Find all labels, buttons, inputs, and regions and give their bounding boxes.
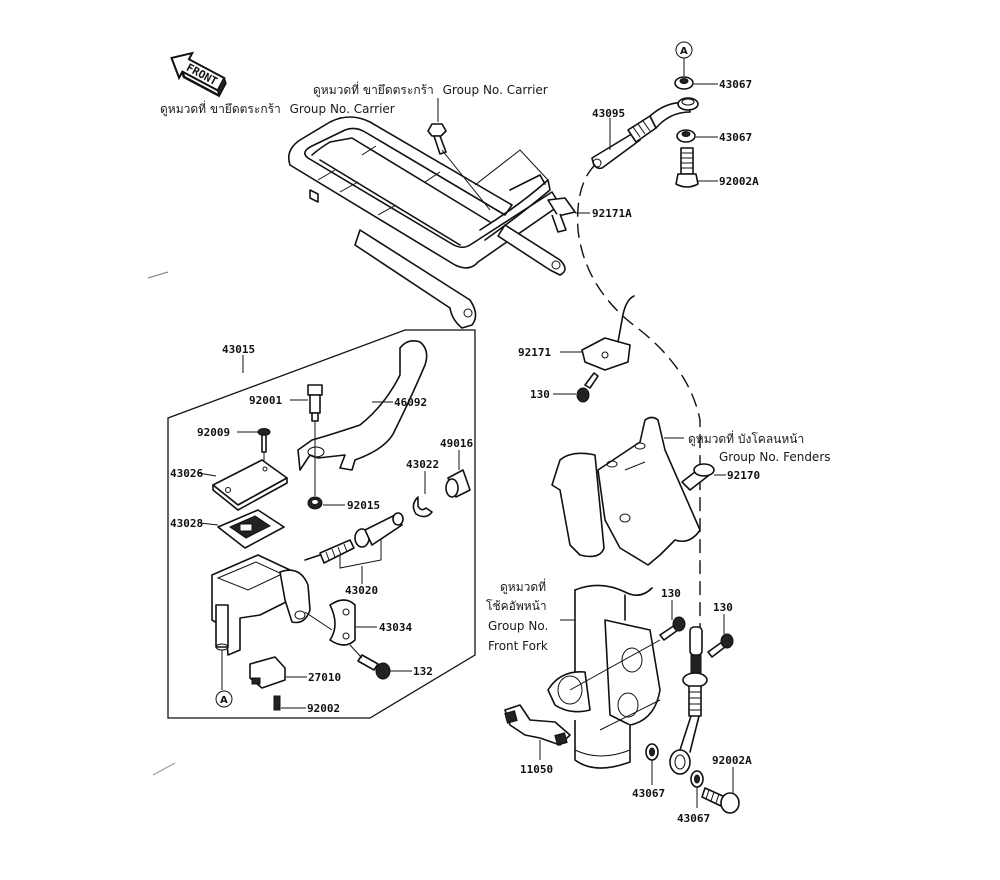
part-number: 11050	[520, 763, 553, 776]
hose-fitting-43095	[591, 97, 699, 170]
part-number: 43067	[632, 787, 665, 800]
front-fork-ref-english-1: Group No.	[488, 619, 548, 633]
part-number: 43015	[222, 343, 255, 356]
leader	[349, 644, 363, 659]
part-number: 92002A	[719, 175, 759, 188]
circlip-43022	[412, 496, 433, 518]
part-number: 92015	[347, 499, 380, 512]
kit-boundary-43015	[167, 329, 476, 719]
hose-clamp-92171	[581, 295, 635, 371]
part-number: 27010	[308, 671, 341, 684]
part-number: 49016	[440, 437, 473, 450]
washer-43067	[645, 743, 659, 761]
leader	[197, 472, 217, 477]
part-number: 92171	[518, 346, 551, 359]
pivot-bolt-92001	[307, 384, 323, 422]
part-number: 130	[713, 601, 733, 614]
scan-artifact	[147, 271, 169, 279]
carrier-ref-top: ดูหมวดที่ ขายึดตระกร้า Group No. Carrier	[313, 81, 548, 98]
bolt-130	[659, 616, 686, 641]
brake-lever-46092	[297, 340, 428, 471]
banjo-bolt-92002a	[701, 787, 740, 814]
carrier-ref-left: ดูหมวดที่ ขายึดตระกร้า Group No. Carrier	[160, 100, 395, 117]
hose-clamp-92170	[681, 463, 715, 491]
brake-switch-27010	[249, 656, 286, 689]
washer-43067	[674, 76, 694, 90]
part-number: 43028	[170, 517, 203, 530]
part-number: 132	[413, 665, 433, 678]
clip-92171a	[547, 197, 590, 233]
scan-artifact	[152, 762, 176, 776]
marker-letter: A	[680, 46, 688, 57]
piston-kit-43020	[304, 512, 404, 569]
part-number: 92170	[727, 469, 760, 482]
part-number: 43067	[719, 131, 752, 144]
part-number: 92002A	[712, 754, 752, 767]
front-fork-ref-thai-2: โช้คอัพหน้า	[486, 599, 547, 613]
holder-clamp-43034	[329, 599, 356, 646]
part-number: 92171A	[592, 207, 632, 220]
front-fork-ref-english-2: Front Fork	[488, 639, 548, 653]
washer-43067	[690, 770, 704, 788]
fenders-ref-thai: ดูหมวดที่ บังโคลนหน้า	[688, 430, 804, 447]
lower-hose-fitting	[669, 626, 708, 775]
diaphragm-43028	[217, 509, 285, 549]
bolt-130	[707, 633, 734, 658]
banjo-bolt-92002a	[675, 147, 699, 188]
part-number: 130	[530, 388, 550, 401]
part-number: 92001	[249, 394, 282, 407]
nut-92015	[307, 496, 323, 510]
part-number: 43067	[719, 78, 752, 91]
part-number: 43034	[379, 621, 412, 634]
front-arrow-icon: FRONT	[170, 51, 227, 98]
part-number: 92009	[197, 426, 230, 439]
marker-letter: A	[220, 695, 228, 706]
fenders-ref-english: Group No. Fenders	[719, 450, 831, 464]
brake-hose-path	[576, 164, 701, 640]
part-number: 130	[661, 587, 681, 600]
washer-43067	[676, 129, 696, 143]
connector-marker-a-bottom	[215, 690, 233, 708]
bolt-132	[357, 654, 391, 680]
part-number: 43095	[592, 107, 625, 120]
part-number: 92002	[307, 702, 340, 715]
leader	[304, 611, 333, 631]
master-cylinder-body	[211, 554, 311, 656]
front-fork-ref-thai-1: ดูหมวดที่	[500, 578, 546, 595]
part-number: 43020	[345, 584, 378, 597]
carrier-rack	[287, 116, 566, 329]
fender-bracket	[551, 416, 701, 566]
bleeder-screw-92002	[273, 695, 281, 711]
part-number: 43022	[406, 458, 439, 471]
hose-bracket-11050	[504, 704, 571, 746]
leader	[199, 522, 219, 526]
bolt-130	[576, 372, 599, 403]
front-fork-leg	[547, 584, 661, 769]
part-number: 43067	[677, 812, 710, 825]
part-number: 43026	[170, 467, 203, 480]
part-number: 46092	[394, 396, 427, 409]
reservoir-cap-43026	[212, 459, 288, 511]
screw-92009	[257, 428, 271, 453]
dust-boot-49016	[445, 469, 471, 498]
